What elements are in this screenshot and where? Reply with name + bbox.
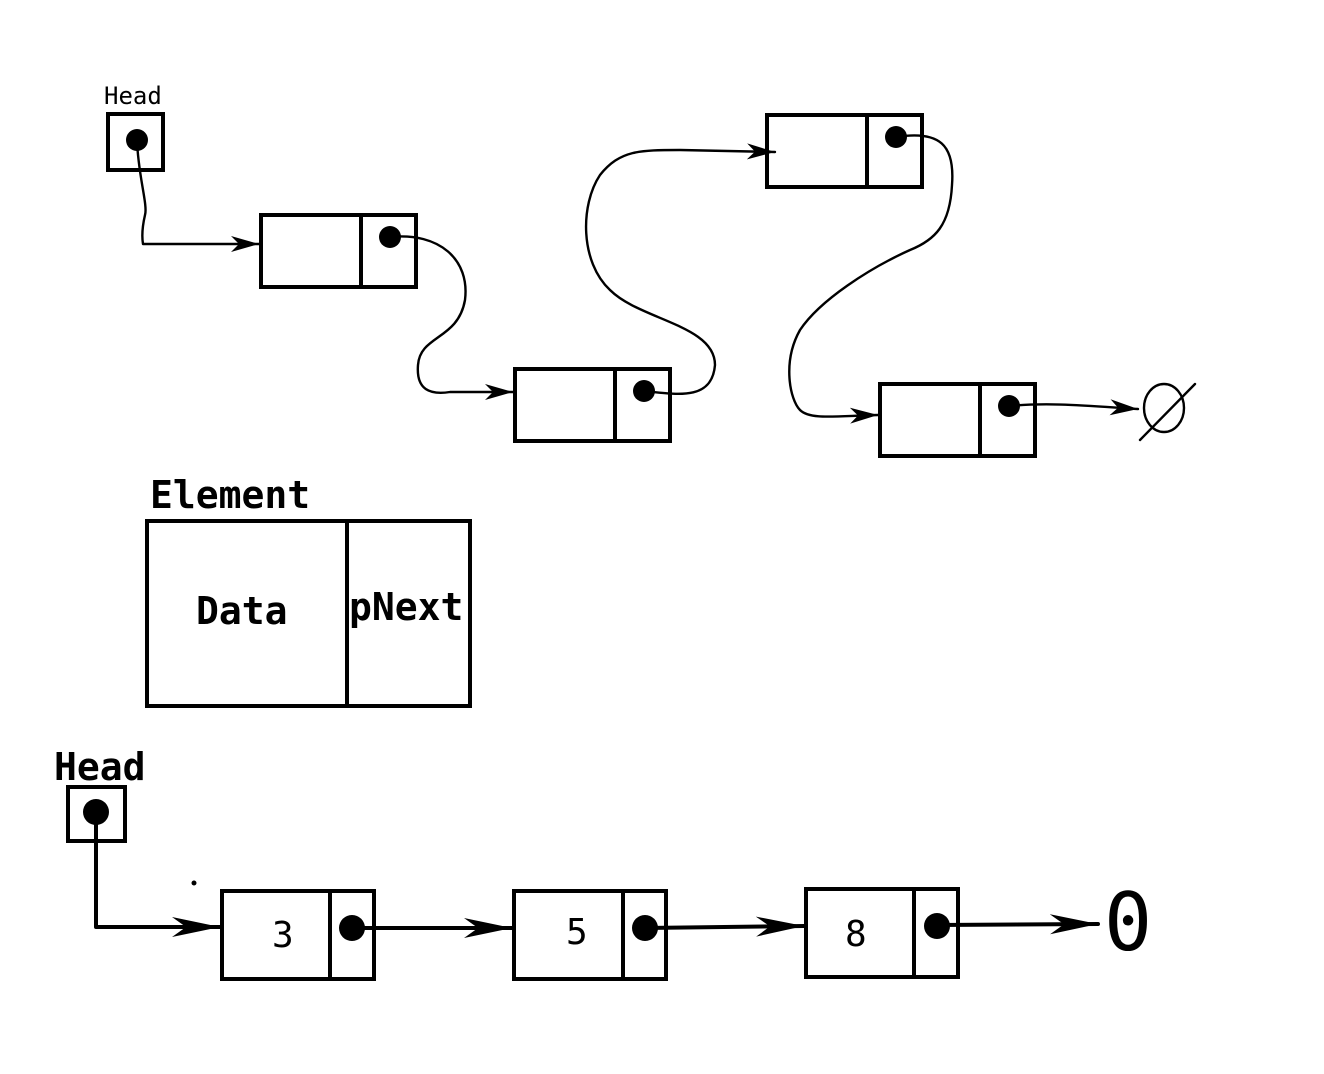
bottom-link-head-to-1 <box>94 810 222 937</box>
element-data-label: Data <box>196 589 288 633</box>
element-box <box>145 519 472 708</box>
element-title: Element <box>150 473 310 517</box>
top-link-head-to-1 <box>135 138 261 252</box>
top-head-label: Head <box>104 82 162 110</box>
bottom-list: Head 3 5 8 0 <box>54 745 1152 981</box>
top-link-4-to-null <box>1007 399 1140 416</box>
top-node-4 <box>878 382 1037 458</box>
top-link-3-to-4 <box>788 134 954 424</box>
bottom-head-label: Head <box>54 745 146 789</box>
bottom-node-3: 8 <box>804 887 960 979</box>
element-legend: Element Data pNext <box>145 473 472 708</box>
element-next-label: pNext <box>349 585 463 629</box>
top-node-2 <box>513 367 672 443</box>
bottom-node-2: 5 <box>512 889 668 981</box>
top-list: Head <box>104 82 1197 458</box>
top-node-3 <box>765 113 924 189</box>
bottom-node-3-value: 8 <box>845 914 867 955</box>
bottom-node-1: 3 <box>220 889 376 981</box>
bottom-null-symbol: 0 <box>1104 876 1152 969</box>
top-node-1 <box>259 213 418 289</box>
top-link-1-to-2 <box>388 235 515 400</box>
bottom-link-3-to-null <box>935 914 1100 935</box>
top-link-2-to-3 <box>584 143 777 395</box>
top-null-symbol <box>1138 382 1197 442</box>
stray-dot <box>191 880 197 886</box>
bottom-node-1-value: 3 <box>272 915 294 956</box>
top-head-pointer <box>106 112 165 172</box>
bottom-node-2-value: 5 <box>566 912 588 953</box>
bottom-link-2-to-3 <box>643 916 806 937</box>
